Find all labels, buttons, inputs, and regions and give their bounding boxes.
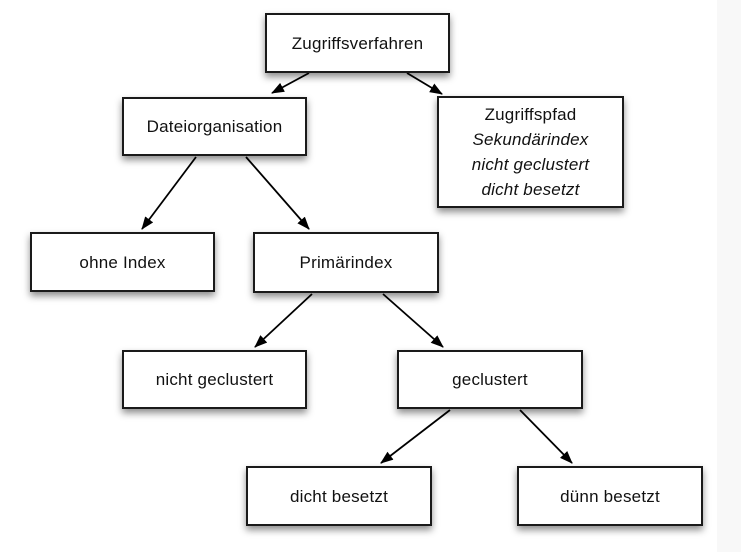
node-label: Zugriffspfad — [484, 105, 577, 124]
node-dicht-besetzt: dicht besetzt — [246, 466, 432, 526]
node-dateiorganisation: Dateiorganisation — [122, 97, 307, 156]
node-primaerindex: Primärindex — [253, 232, 439, 293]
node-label: ohne Index — [79, 252, 166, 272]
node-label: dicht besetzt — [289, 486, 389, 506]
edge-geclustert-duenn-besetzt — [519, 409, 573, 464]
node-ohne-index: ohne Index — [30, 232, 215, 292]
node-label: nicht geclustert — [471, 155, 590, 174]
node-label: Zugriffsverfahren — [291, 33, 424, 53]
node-label: dicht besetzt — [481, 180, 580, 199]
node-label: geclustert — [452, 370, 528, 389]
page-edge-band — [717, 0, 741, 552]
node-geclustert: geclustert — [397, 350, 583, 409]
node-label: dünn besetzt — [560, 486, 660, 506]
node-label: nicht geclustert — [155, 370, 274, 389]
edge-geclustert-dicht-besetzt — [380, 409, 451, 464]
node-label: Sekundärindex — [472, 130, 589, 149]
node-duenn-besetzt: dünn besetzt — [517, 466, 703, 526]
edge-dateiorganisation-primaerindex — [245, 156, 310, 230]
node-zugriffsverfahren: Zugriffsverfahren — [265, 13, 450, 73]
node-nicht-geclustert: nicht geclustert — [122, 350, 307, 409]
edge-zugriffsverfahren-dateiorganisation — [271, 72, 310, 94]
edge-primaerindex-nicht-geclustert — [254, 293, 313, 348]
edge-dateiorganisation-ohne-index — [141, 156, 197, 230]
node-label: Primärindex — [299, 253, 393, 272]
edge-zugriffsverfahren-zugriffspfad — [406, 72, 443, 95]
node-label: Dateiorganisation — [146, 117, 283, 136]
edge-primaerindex-geclustert — [382, 293, 444, 348]
